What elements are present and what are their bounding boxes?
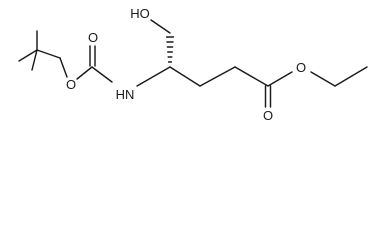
atom-carbamate-carbonyl-oxygen: O xyxy=(88,30,98,45)
bond-carbonyl-carbon-to-nh xyxy=(91,66,113,83)
carbon-backbone xyxy=(136,66,269,87)
bond-ch2-to-ester-carbon xyxy=(234,66,269,87)
ethyl-ester-group: O O xyxy=(263,60,368,123)
bond-ether-oxygen-to-ch2 xyxy=(310,71,336,87)
bond-tbu-to-oxygen xyxy=(36,49,61,59)
bond-stereocenter-to-ch2 xyxy=(169,66,201,87)
bond-tbu-methyl-left xyxy=(18,49,38,62)
atom-amide-nh: HN xyxy=(116,87,135,102)
bond-tbu-methyl-bottom xyxy=(31,49,38,71)
atom-ester-ether-oxygen: O xyxy=(296,60,306,75)
atom-hydroxyl: HO xyxy=(130,6,150,21)
stereo-hashed-wedge xyxy=(165,36,175,63)
bond-nh-to-stereocenter xyxy=(136,66,171,87)
bond-ch2-to-ch2 xyxy=(199,66,236,87)
bond-oxygen-to-tbu-side xyxy=(59,57,68,78)
boc-amino-ester-structure: O O HN HO O O xyxy=(18,6,368,123)
atom-carbamate-ester-oxygen: O xyxy=(66,77,76,92)
bond-ch2-to-ch3 xyxy=(334,66,368,87)
bond-ch2-to-hydroxyl xyxy=(150,19,171,34)
atom-ester-carbonyl-oxygen: O xyxy=(263,108,273,123)
carbamate-group: O O xyxy=(59,30,113,92)
bond-ester-carbon-to-ether-oxygen xyxy=(267,71,293,87)
tert-butyl-group xyxy=(18,30,61,71)
bond-oxygen-to-carbonyl-carbon xyxy=(76,66,93,80)
